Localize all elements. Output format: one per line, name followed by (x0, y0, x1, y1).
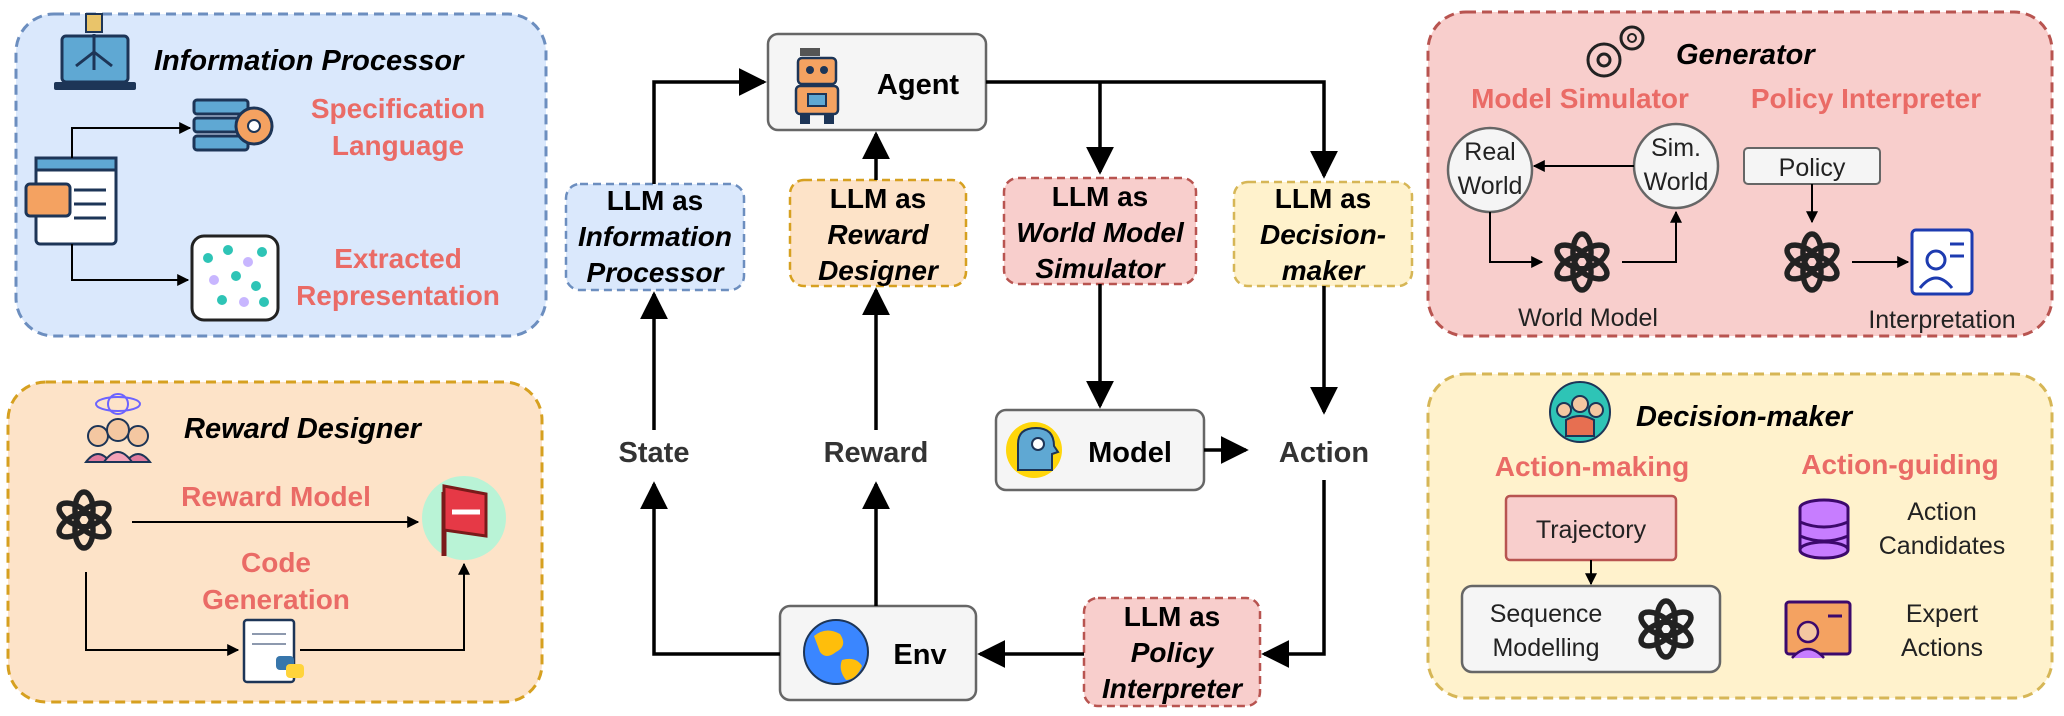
policy-interpreter-label: Policy Interpreter (1751, 83, 1981, 114)
state-label: State (619, 437, 690, 469)
team-icon (1549, 381, 1611, 443)
llm-policy-line2: Policy (1131, 637, 1215, 668)
arrow-llm-to-code (85, 572, 240, 656)
info-processor-title: Information Processor (154, 45, 465, 77)
database-stack-icon (1798, 498, 1850, 560)
model-simulator-label: Model Simulator (1471, 83, 1689, 114)
extracted-rep-line1: Extracted (334, 243, 462, 274)
sim-world-line1: Sim. (1651, 134, 1701, 162)
world-model-label: World Model (1518, 304, 1658, 332)
llm-policy-line1: LLM as (1124, 601, 1220, 632)
arrow-code-to-reward (300, 562, 470, 651)
env-label: Env (893, 639, 946, 671)
representation-icon (190, 234, 280, 322)
llm-world-line3: Simulator (1035, 253, 1166, 284)
globe-icon (803, 619, 869, 685)
action-label: Action (1279, 437, 1369, 469)
llm-policy-interpreter-box: LLM as Policy Interpreter (1082, 596, 1262, 708)
brain-head-icon (1006, 422, 1062, 478)
document-chat-icon (24, 156, 118, 246)
generator-title: Generator (1676, 39, 1816, 71)
expert-line2: Actions (1901, 634, 1983, 662)
arrow-worldmodel-to-sim (1622, 210, 1682, 263)
llm-policy-line3: Interpreter (1102, 673, 1244, 704)
llm-reward-line1: LLM as (830, 183, 926, 214)
llm-reward-designer-box: LLM as Reward Designer (788, 178, 968, 288)
arrow-action-to-policy (1261, 480, 1326, 668)
expert-line1: Expert (1906, 600, 1978, 628)
team-atom-icon (83, 393, 153, 463)
interpretation-label: Interpretation (1868, 306, 2015, 334)
action-guiding-label: Action-guiding (1801, 449, 1999, 480)
expert-presenter-icon (1784, 600, 1852, 659)
model-label: Model (1088, 437, 1172, 469)
llm-decision-line3: maker (1282, 255, 1367, 286)
sim-world-line2: World (1644, 168, 1709, 196)
llm-world-model-box: LLM as World Model Simulator (1002, 176, 1198, 286)
decision-maker-panel: Decision-maker Action-making Action-guid… (1426, 372, 2054, 700)
agent-label: Agent (877, 69, 960, 101)
info-processor-panel: Information Processor (14, 12, 548, 338)
policy-label: Policy (1779, 154, 1846, 182)
arrow-env-to-state (640, 481, 780, 656)
code-generation-line1: Code (241, 547, 311, 578)
sequence-line2: Modelling (1492, 634, 1599, 662)
llm-reward-line3: Designer (818, 255, 940, 286)
llm-decision-line2: Decision- (1260, 219, 1386, 250)
llm-decision-line1: LLM as (1275, 183, 1371, 214)
extracted-rep-line2: Representation (296, 280, 500, 311)
llm-info-line3: Processor (587, 257, 726, 288)
env-node: Env (778, 604, 978, 702)
reward-designer-title: Reward Designer (184, 413, 423, 445)
robot-icon (794, 48, 840, 124)
laptop-chip-icon (54, 13, 136, 90)
llm-world-line2: World Model (1016, 217, 1185, 248)
model-node: Model (994, 408, 1206, 492)
llm-decision-maker-box: LLM as Decision- maker (1232, 180, 1414, 288)
reward-model-label: Reward Model (181, 481, 371, 512)
llm-world-line1: LLM as (1052, 181, 1148, 212)
reward-designer-panel: Reward Designer Reward Model Code Genera… (6, 380, 544, 704)
decision-maker-title: Decision-maker (1636, 401, 1854, 433)
real-world-line1: Real (1464, 138, 1515, 166)
reward-flag-icon (422, 476, 506, 560)
arrow-doc-to-spec (71, 122, 192, 158)
arrow-doc-to-representation (71, 244, 190, 286)
agent-node: Agent (766, 32, 988, 132)
llm-info-line1: LLM as (607, 185, 703, 216)
arrow-infoproc-to-agent (652, 68, 767, 184)
arrow-agent-to-decision (986, 80, 1338, 179)
generator-panel: Generator Model Simulator Policy Interpr… (1426, 10, 2054, 338)
python-file-icon (242, 618, 304, 684)
llm-info-line2: Information (578, 221, 732, 252)
spec-language-line1: Specification (311, 93, 485, 124)
reward-label: Reward (824, 437, 929, 469)
code-generation-line2: Generation (202, 584, 350, 615)
trajectory-label: Trajectory (1536, 516, 1647, 544)
sequence-line1: Sequence (1490, 600, 1603, 628)
gears-icon (1586, 25, 1645, 78)
spec-language-line2: Language (332, 130, 464, 161)
arrow-real-to-worldmodel (1489, 212, 1544, 268)
llm-reward-line2: Reward (827, 219, 929, 250)
real-world-line2: World (1458, 172, 1523, 200)
candidates-line2: Candidates (1879, 532, 2005, 560)
action-making-label: Action-making (1495, 451, 1689, 482)
server-gear-icon (192, 98, 274, 152)
interpretation-icon (1910, 228, 1974, 296)
llm-info-processor-box: LLM as Information Processor (564, 182, 746, 292)
sequence-modelling-node (1460, 584, 1722, 674)
candidates-line1: Action (1907, 498, 1976, 526)
